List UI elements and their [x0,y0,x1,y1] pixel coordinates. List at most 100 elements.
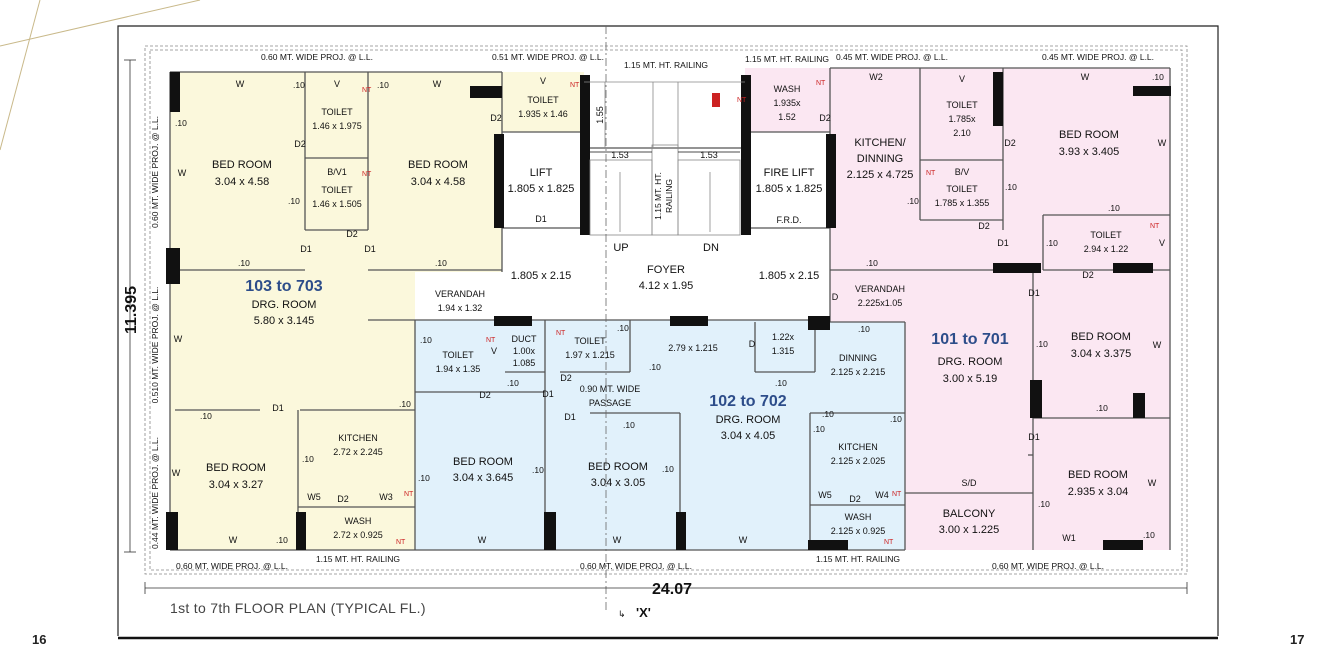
nt-mark: NT [1150,223,1160,230]
door-mark: D2 [560,373,572,383]
room-name: KITCHEN [338,433,378,443]
room-name: BED ROOM [206,462,266,474]
stair-flight-a: 1.53 [611,150,629,160]
overall-height-dimension: 11.395 [123,286,140,334]
sill-mark: .10 [1036,339,1048,349]
door-mark: D1 [272,403,284,413]
room-name: 0.90 MT. WIDE [580,384,641,394]
window-mark: W [1153,340,1162,350]
sill-mark: .10 [302,454,314,464]
sill-mark: .10 [907,196,919,206]
room-name: DINNING [857,153,903,165]
room-name: BED ROOM [1068,469,1128,481]
room-name: DINNING [839,353,877,363]
room-dim: 2.125 x 0.925 [831,526,886,536]
room-name: WASH [845,512,872,522]
note-proj-top-left: 0.60 MT. WIDE PROJ. @ L.L. [261,52,373,62]
room-dim: 3.04 x 4.58 [215,176,269,188]
sill-mark: .10 [293,80,305,90]
sill-mark: .10 [623,420,635,430]
room-name: FOYER [647,264,685,276]
sill-mark: .10 [822,409,834,419]
sill-mark: .10 [377,80,389,90]
note-proj-left-2: 0.510 MT. WIDE PROJ. @ L.L. [150,287,160,404]
room-name: VERANDAH [855,284,905,294]
room-dim: 1.805 x 2.15 [759,270,820,282]
room-name: DUCT [512,334,537,344]
room-dim: 1.085 [513,358,536,368]
stair-dn-label: DN [703,242,719,254]
room-name: TOILET [442,350,474,360]
corner-decoration [0,0,201,151]
nt-mark: NT [737,97,747,104]
window-mark: W [236,79,245,89]
section-arrow-icon: ↳ [618,609,626,619]
door-mark: D1 [364,244,376,254]
room-name: LIFT [530,167,553,179]
window-mark: W5 [818,490,832,500]
room-name: KITCHEN [838,442,878,452]
sill-mark: .10 [890,414,902,424]
room-dim: 1.94 x 1.35 [436,364,481,374]
room-name: TOILET [574,336,606,346]
window-mark: W [174,334,183,344]
sill-mark: .10 [399,399,411,409]
stair-landing: 1.55 [595,106,605,124]
sill-mark: .10 [1005,182,1017,192]
room-name: BED ROOM [212,159,272,171]
sill-mark: .10 [1096,403,1108,413]
nt-mark: NT [892,491,902,498]
door-mark: D2 [479,390,491,400]
room-dim: 2.94 x 1.22 [1084,244,1129,254]
nt-mark: NT [570,82,580,89]
window-mark: W [178,168,187,178]
note-rail-bot-left: 1.15 MT. HT. RAILING [316,554,400,564]
door-mark: D2 [978,221,990,231]
sill-mark: .10 [775,378,787,388]
overall-dimension-lines [124,59,1188,594]
room-name: BED ROOM [1071,331,1131,343]
window-mark: W [1081,72,1090,82]
room-name: FIRE LIFT [764,167,815,179]
sill-mark: .10 [288,196,300,206]
room-dim: 2.72 x 2.245 [333,447,383,457]
note-proj-top-mid: 0.51 MT. WIDE PROJ. @ L.L. [492,52,604,62]
right-page-number: 17 [1290,632,1305,647]
note-proj-bot-right: 0.60 MT. WIDE PROJ. @ L.L. [992,561,1104,571]
sill-marks: .10 .10 .10 .10 .10 .10 .10 .10 .10 .10 … [175,72,1164,545]
room-dim: 1.935x [773,98,801,108]
unit-103-drg-label: DRG. ROOM [252,299,317,311]
note-proj-left-3: 0.44 MT. WIDE PROJ. @ L.L. [150,437,160,549]
sill-mark: .10 [649,362,661,372]
note-proj-left-1: 0.60 MT. WIDE PROJ. @ L.L. [150,116,160,228]
room-dim: 1.785x [948,114,976,124]
vent-mark: V [1159,238,1165,248]
nt-mark: NT [926,170,936,177]
section-marker: 'X' [636,605,651,620]
room-name: TOILET [1090,230,1122,240]
note-proj-top-r1: 0.45 MT. WIDE PROJ. @ L.L. [836,52,948,62]
room-name: WASH [345,516,372,526]
sill-mark: .10 [200,411,212,421]
window-mark: W1 [1062,533,1076,543]
room-dim: 3.04 x 4.58 [411,176,465,188]
window-mark: W [229,535,238,545]
room-dim: 1.805 x 2.15 [511,270,572,282]
unit-102-drg-dim: 3.04 x 4.05 [721,430,775,442]
room-dim: 2.225x1.05 [858,298,903,308]
window-mark: W [613,535,622,545]
sill-mark: .10 [813,424,825,434]
room-dim: 3.04 x 3.05 [591,477,645,489]
note-proj-bot-left: 0.60 MT. WIDE PROJ. @ L.L. [176,561,288,571]
door-mark: D1 [300,244,312,254]
nt-mark: NT [556,330,566,337]
window-mark: W [739,535,748,545]
vent-mark: V [491,346,497,356]
room-name: BED ROOM [453,456,513,468]
room-name: TOILET [321,107,353,117]
projection-outline [144,45,1188,575]
note-rail-bot-right: 1.15 MT. HT. RAILING [816,554,900,564]
room-dim: 2.125 x 2.215 [831,367,886,377]
door-mark: D1 [997,238,1009,248]
room-name: TOILET [321,185,353,195]
